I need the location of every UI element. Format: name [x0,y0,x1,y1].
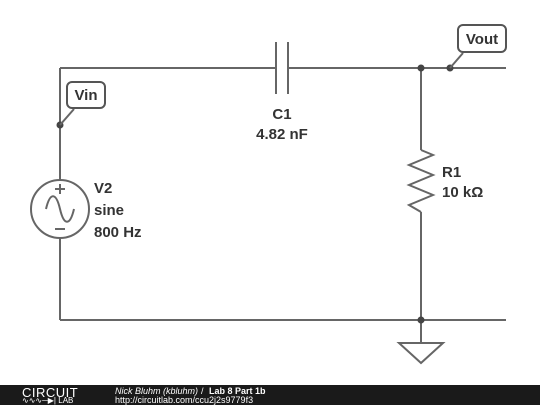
v2-type-label: sine [94,202,124,219]
v2-frequency-label: 800 Hz [94,224,142,241]
footer-separator: / [201,386,204,396]
r1-value-label: 10 kΩ [442,184,483,201]
logo-lab-text: LAB [58,396,74,405]
circuitlab-logo[interactable]: CIRCUIT [22,385,79,400]
resistor-wave-icon: ∿∿∿─▶| [22,396,57,405]
v2-name-label: V2 [94,180,112,197]
ground-symbol [396,342,446,365]
junction-dot [417,316,425,324]
vout-label: Vout [466,31,498,48]
node-tag-vout[interactable]: Vout [449,24,507,69]
capacitor-c1[interactable] [275,42,289,94]
junction-dot [417,64,425,72]
author-link[interactable]: Nick Bluhm (kbluhm) [115,386,199,396]
footer-bar: CIRCUIT ∿∿∿─▶| LAB Nick Bluhm (kbluhm) /… [0,385,540,405]
circuit-title[interactable]: Lab 8 Part 1b [209,386,266,396]
circuit-url-link[interactable]: http://circuitlab.com/ccu2j2s9779f3 [115,395,254,405]
c1-name-label: C1 [272,106,291,123]
sine-voltage-source-v2[interactable] [30,179,90,239]
vin-label: Vin [74,87,97,104]
node-tag-vin[interactable]: Vin [59,81,106,126]
sine-wave-icon [45,195,75,223]
r1-name-label: R1 [442,164,461,181]
circuitlab-logo-sub: ∿∿∿─▶| LAB [22,396,73,405]
resistor-r1[interactable] [406,149,436,213]
circuit-schematic: C1 4.82 nF R1 10 kΩ V2 sine 800 Hz Vin V… [30,24,507,365]
c1-value-label: 4.82 nF [256,126,308,143]
